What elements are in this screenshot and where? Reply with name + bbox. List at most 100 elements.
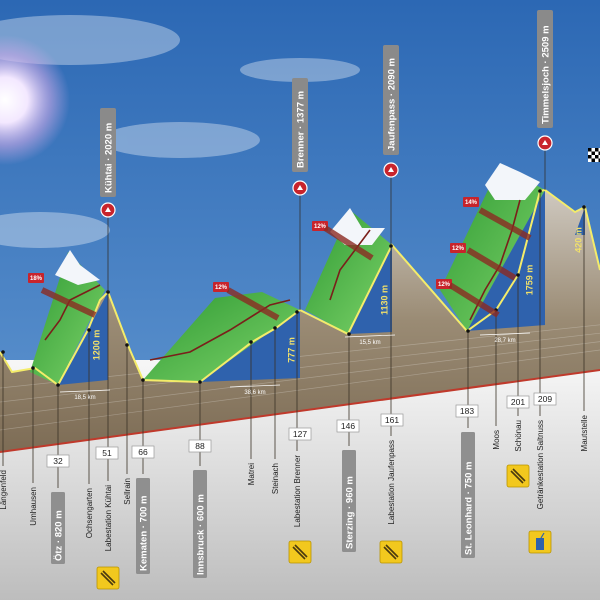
place-label: Moos [492,430,501,450]
km-marker-box [288,427,312,441]
km-marker: 201 [511,397,525,407]
location-dot [466,329,470,333]
distance-bracket [59,389,111,393]
climb-height-triangle [467,190,545,331]
ski-service-icon [506,464,530,488]
gradient-label: 12% [314,224,327,230]
town-label-box [51,492,65,564]
km-marker-box [46,454,70,468]
distance-bracket [479,332,531,336]
km-marker: 183 [460,406,474,416]
steep-section-band [226,287,280,321]
location-dot [582,205,586,209]
service-icons [96,464,552,590]
km-marker-box [95,446,119,460]
gradient-badge [436,279,452,289]
place-label: Labestation Kühtai [104,485,113,551]
km-marker: 146 [341,421,355,431]
snow-cap [330,208,385,245]
mountain-pass-icon [537,135,553,151]
route-line [469,199,521,321]
location-dot [249,340,253,344]
steep-section-band [466,247,517,281]
steep-section-band [40,287,97,318]
mountain-pass-icon [292,180,308,196]
finish-flag-icon [588,148,600,162]
km-marker-box [188,439,212,453]
distance-bracket [229,384,281,388]
km-marker-box [380,413,404,427]
gradient-label: 14% [465,200,478,206]
place-label: Steinach [271,463,280,494]
gradient-badges: 18%12%12%14%12%12% [28,197,532,321]
place-label: Mautstelle [580,414,589,451]
climb-distance-label: 18,5 km [74,395,95,401]
climb-height-triangle [575,207,585,235]
gradient-badge [213,282,229,292]
distance-bracket [344,334,396,338]
town-label-box [342,450,356,552]
green-slope [143,292,300,382]
km-marker-box [131,445,155,459]
town-label: Sterzing · 960 m [345,476,356,549]
km-marker: 209 [538,394,552,404]
steep-section-band [323,225,374,261]
location-dot [389,244,393,248]
ski-service-icon [288,540,312,564]
ski-service-icon [96,566,120,590]
location-dot [125,343,129,347]
location-dot [198,380,202,384]
km-marker: 127 [293,429,307,439]
mountain-pass-icon [100,202,116,218]
climb-distance-label: 38,6 km [244,390,265,396]
location-dot [295,310,299,314]
location-dot [56,383,60,387]
climb-distance-label: 15,5 km [359,340,380,346]
drink-station-icon [528,530,552,554]
place-label: Getränkestation Saltnuss [536,420,545,509]
km-marker: 161 [385,415,399,425]
snow-cap [485,163,540,200]
gradient-badge [450,243,466,253]
sun-icon [0,35,70,165]
grid-line [0,349,600,431]
km-marker-box [533,392,557,406]
climb-distance-label: 28,7 km [494,338,515,344]
location-dot [141,378,145,382]
gradient-label: 12% [452,246,465,252]
town-label: Kematen · 700 m [139,495,150,571]
place-label: Längenfeld [0,470,8,510]
km-marker: 88 [195,441,205,451]
baseline-red [0,369,600,453]
pass-label: Timmelsjoch · 2509 m [541,25,552,124]
place-label: Matrei [247,463,256,485]
climb-height-label: 1130 m [379,285,389,315]
town-label-box [136,478,150,574]
climb-slopes [30,163,545,385]
gradient-badge [463,197,479,207]
place-label: Sellrain [123,478,132,505]
location-dot [31,366,35,370]
location-dot [347,332,351,336]
pass-label-box [100,108,116,197]
climb-height-label: 1200 m [91,330,101,361]
town-label: St. Leonhard · 750 m [464,462,475,555]
km-marker: 32 [53,456,63,466]
pass-label-box [292,78,308,172]
pass-label-box [537,10,553,128]
gradient-label: 18% [30,276,43,282]
ski-service-icon [379,540,403,564]
km-marker-box [455,404,479,418]
place-label: Labestation Jaufenpass [387,440,396,525]
km-marker: 51 [102,448,112,458]
gradient-badge [28,273,44,283]
route-line [329,229,371,301]
gradient-badge [312,221,328,231]
climb-height-label: 1759 m [524,265,534,296]
mountain-pass-icon [383,162,399,178]
snow-cap [55,250,100,285]
